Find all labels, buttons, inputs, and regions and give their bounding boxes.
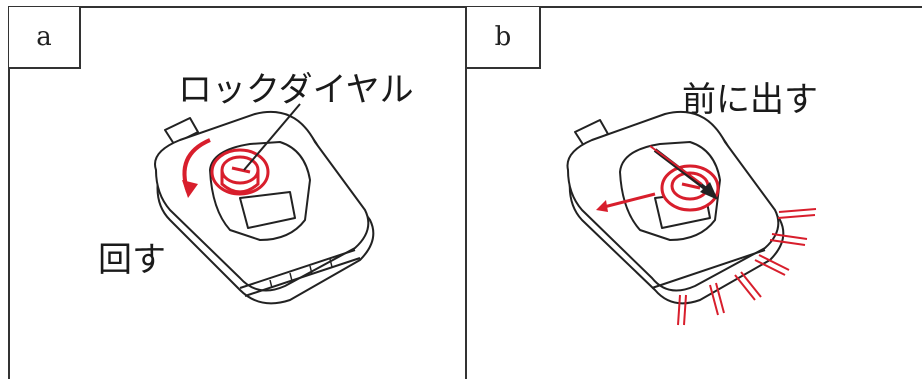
edge-rib bbox=[244, 257, 361, 297]
extended-bristles bbox=[677, 208, 817, 326]
device-tab bbox=[164, 117, 199, 145]
push-forward-arrow-head bbox=[700, 182, 718, 200]
push-forward-caption: 前に出す bbox=[682, 80, 818, 120]
slide-arrow bbox=[599, 192, 656, 210]
slide-arrow-head bbox=[596, 200, 608, 212]
device-illustration-a bbox=[154, 110, 375, 305]
leader-line bbox=[243, 103, 301, 171]
panel-a-label-text: a bbox=[36, 22, 52, 52]
rotate-caption: 回す bbox=[98, 240, 166, 280]
lock-dial bbox=[660, 164, 720, 212]
rotate-arrow-head bbox=[182, 180, 198, 198]
panel-divider bbox=[465, 6, 467, 379]
device-illustration-b bbox=[566, 110, 817, 326]
left-border bbox=[8, 6, 10, 379]
edge-rib bbox=[651, 249, 766, 289]
panel-b-label-text: b bbox=[494, 22, 512, 52]
lock-dial-caption: ロックダイヤル bbox=[178, 70, 414, 110]
panel-a-label: a bbox=[9, 7, 81, 69]
panel-b-label: b bbox=[467, 7, 541, 69]
slide-slot bbox=[239, 191, 296, 229]
edge-ticks bbox=[269, 258, 333, 289]
edge-rib bbox=[239, 249, 356, 289]
